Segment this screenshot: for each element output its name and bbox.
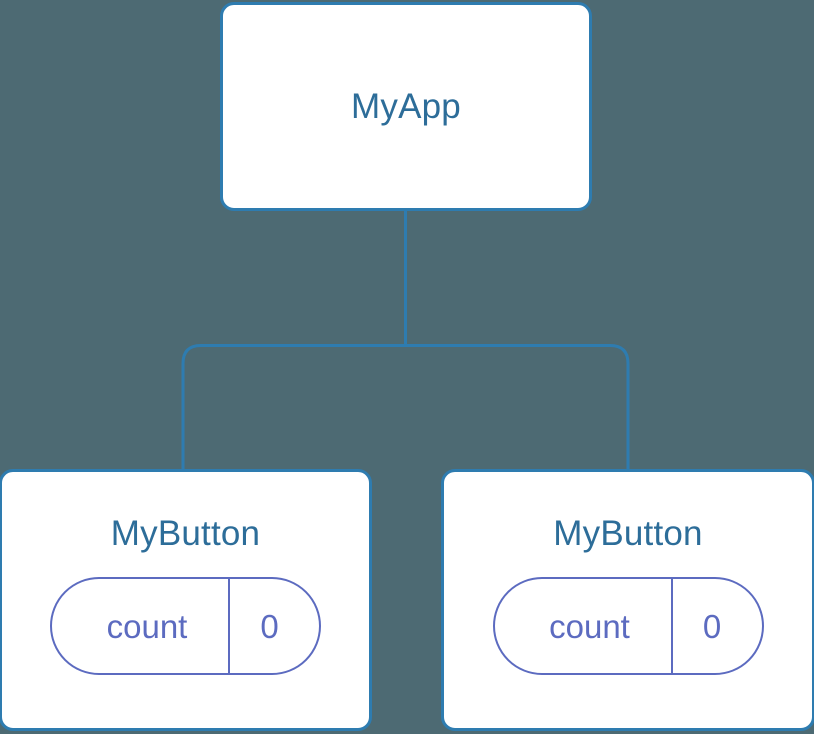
state-badge-wrap-1: count 0 xyxy=(50,577,321,675)
state-badge-2[interactable]: count 0 xyxy=(492,577,764,675)
node-mybutton-1-title: MyButton xyxy=(110,514,261,553)
node-mybutton-2[interactable]: MyButton count 0 xyxy=(441,469,814,731)
state-badge-2-value: 0 xyxy=(702,607,722,645)
connector-branch-left xyxy=(181,344,406,470)
node-mybutton-2-title: MyButton xyxy=(553,514,703,553)
connector-branch-right xyxy=(405,344,630,470)
state-badge-1-value: 0 xyxy=(260,607,279,645)
state-badge-wrap-2: count 0 xyxy=(492,577,764,675)
node-myapp[interactable]: MyApp xyxy=(220,2,592,211)
node-myapp-title: MyApp xyxy=(351,87,461,126)
node-mybutton-1[interactable]: MyButton count 0 xyxy=(0,469,372,731)
state-badge-1[interactable]: count 0 xyxy=(50,577,321,675)
state-badge-2-key: count xyxy=(495,579,673,673)
state-badge-1-key: count xyxy=(52,579,230,673)
